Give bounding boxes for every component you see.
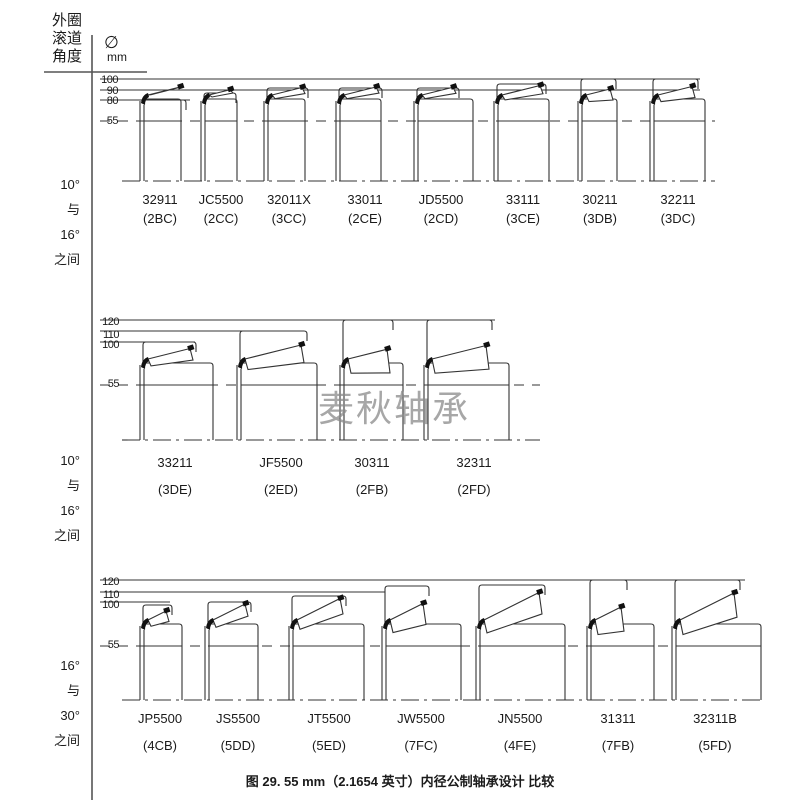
angle-line: 16° — [60, 503, 80, 518]
bearing-label-jt5500: JT5500 (5ED) — [289, 711, 369, 753]
angle-line: 10° — [60, 453, 80, 468]
angle-line: 10° — [60, 177, 80, 192]
angle-range-group-1: 10° 与 16° 之间 — [10, 172, 80, 272]
header-line-3: 角度 — [51, 48, 82, 65]
bearing-name: JT5500 — [307, 711, 351, 726]
watermark: 麦秋轴承 — [318, 389, 471, 430]
bearing-code: (2BC) — [143, 211, 177, 226]
bearing-name: 33011 — [347, 192, 383, 207]
bearing-name: 32211 — [660, 192, 696, 207]
angle-range-group-2: 10° 与 16° 之间 — [10, 448, 80, 548]
bearing-label-32211: 32211 (3DC) — [638, 192, 718, 226]
bearing-code: (3DC) — [660, 211, 696, 226]
bearing-label-31311: 31311 (7FB) — [578, 711, 658, 753]
bearing-name: JS5500 — [215, 711, 261, 726]
scale-label: 90 — [106, 85, 119, 97]
bearing-label-30211: 30211 (3DB) — [560, 192, 640, 226]
column-header-outer-race-angle: 外圈 滚道 角度 — [22, 12, 82, 66]
bearing-name: 32311B — [693, 711, 737, 726]
bearing-code: (2ED) — [264, 482, 298, 497]
angle-line: 之间 — [53, 528, 80, 543]
scale-label: 120 — [102, 576, 119, 588]
figure-caption: 图 29. 55 mm（2.1654 英寸）内径公制轴承设计 比较 — [245, 774, 555, 789]
angle-line: 与 — [66, 478, 80, 493]
bearing-name: 33111 — [505, 192, 541, 207]
bearing-code: (2FD) — [457, 482, 491, 497]
scale-label: 55 — [106, 115, 119, 127]
bearing-name: JN5500 — [497, 711, 543, 726]
header-line-2: 滚道 — [51, 30, 82, 47]
scale-label: 100 — [101, 74, 118, 86]
bearing-code: (4FE) — [503, 738, 537, 753]
bearing-code: (7FB) — [601, 738, 635, 753]
bearing-label-jw5500: JW5500 (7FC) — [381, 711, 461, 753]
bearing-label-32311b: 32311B (5FD) — [675, 711, 755, 753]
angle-line: 与 — [66, 202, 80, 217]
scale-label: 100 — [102, 339, 119, 351]
diameter-unit: mm — [107, 50, 127, 64]
angle-line: 与 — [66, 683, 80, 698]
angle-line: 16° — [60, 227, 80, 242]
bearing-code: (2CC) — [203, 211, 239, 226]
bearing-label-33111: 33111 (3CE) — [483, 192, 563, 226]
header-line-1: 外圈 — [51, 12, 82, 29]
angle-line: 之间 — [53, 733, 80, 748]
bearing-code: (3CE) — [506, 211, 540, 226]
bearing-label-33211: 33211 (3DE) — [135, 455, 215, 497]
scale-label: 80 — [106, 95, 119, 107]
bearing-name: JF5500 — [259, 455, 303, 470]
scale-label: 110 — [102, 589, 120, 601]
bearing-name: 30211 — [582, 192, 618, 207]
bearing-name: 32911 — [142, 192, 178, 207]
bearing-label-jp5500: JP5500 (4CB) — [120, 711, 200, 753]
bearing-name: JD5500 — [418, 192, 464, 207]
bearing-name: JW5500 — [397, 711, 445, 726]
bearing-name: 32011X — [267, 192, 311, 207]
bearing-code: (2FB) — [355, 482, 389, 497]
bearing-code: (5DD) — [220, 738, 256, 753]
bearing-code: (3DE) — [158, 482, 192, 497]
bearing-label-jc5500: JC5500 (2CC) — [181, 192, 261, 226]
angle-line: 之间 — [53, 252, 80, 267]
angle-line: 16° — [60, 658, 80, 673]
bearing-name: 31311 — [600, 711, 636, 726]
bearing-code: (3DB) — [583, 211, 617, 226]
bearing-label-32011x: 32011X (3CC) — [249, 192, 329, 226]
bearing-name: 33211 — [157, 455, 193, 470]
scale-label: 55 — [107, 378, 120, 390]
bearing-code: (7FC) — [404, 738, 438, 753]
scale-label: 55 — [107, 639, 120, 651]
bearing-code: (5FD) — [698, 738, 732, 753]
bearing-code: (3CC) — [271, 211, 307, 226]
angle-line: 30° — [60, 708, 80, 723]
angle-range-group-3: 16° 与 30° 之间 — [10, 653, 80, 753]
diameter-symbol-icon: ∅ — [104, 33, 119, 52]
bearing-name: JC5500 — [198, 192, 244, 207]
bearing-name: JP5500 — [137, 711, 183, 726]
bearing-code: (5ED) — [312, 738, 346, 753]
bearing-label-jd5500: JD5500 (2CD) — [401, 192, 481, 226]
scale-label: 120 — [102, 316, 119, 328]
bearing-code: (2CE) — [348, 211, 382, 226]
bearing-name: 32311 — [456, 455, 492, 470]
bearing-label-33011: 33011 (2CE) — [325, 192, 405, 226]
bearing-code: (4CB) — [143, 738, 177, 753]
bearing-label-32311: 32311 (2FD) — [434, 455, 514, 497]
bearing-label-32911: 32911 (2BC) — [120, 192, 200, 226]
bearing-label-30311: 30311 (2FB) — [332, 455, 412, 497]
bearing-label-jf5500: JF5500 (2ED) — [241, 455, 321, 497]
scale-label: 110 — [102, 329, 120, 341]
scale-label: 100 — [102, 599, 119, 611]
bearing-name: 30311 — [354, 455, 390, 470]
bearing-label-jn5500: JN5500 (4FE) — [480, 711, 560, 753]
bearing-label-js5500: JS5500 (5DD) — [198, 711, 278, 753]
bearing-code: (2CD) — [423, 211, 459, 226]
